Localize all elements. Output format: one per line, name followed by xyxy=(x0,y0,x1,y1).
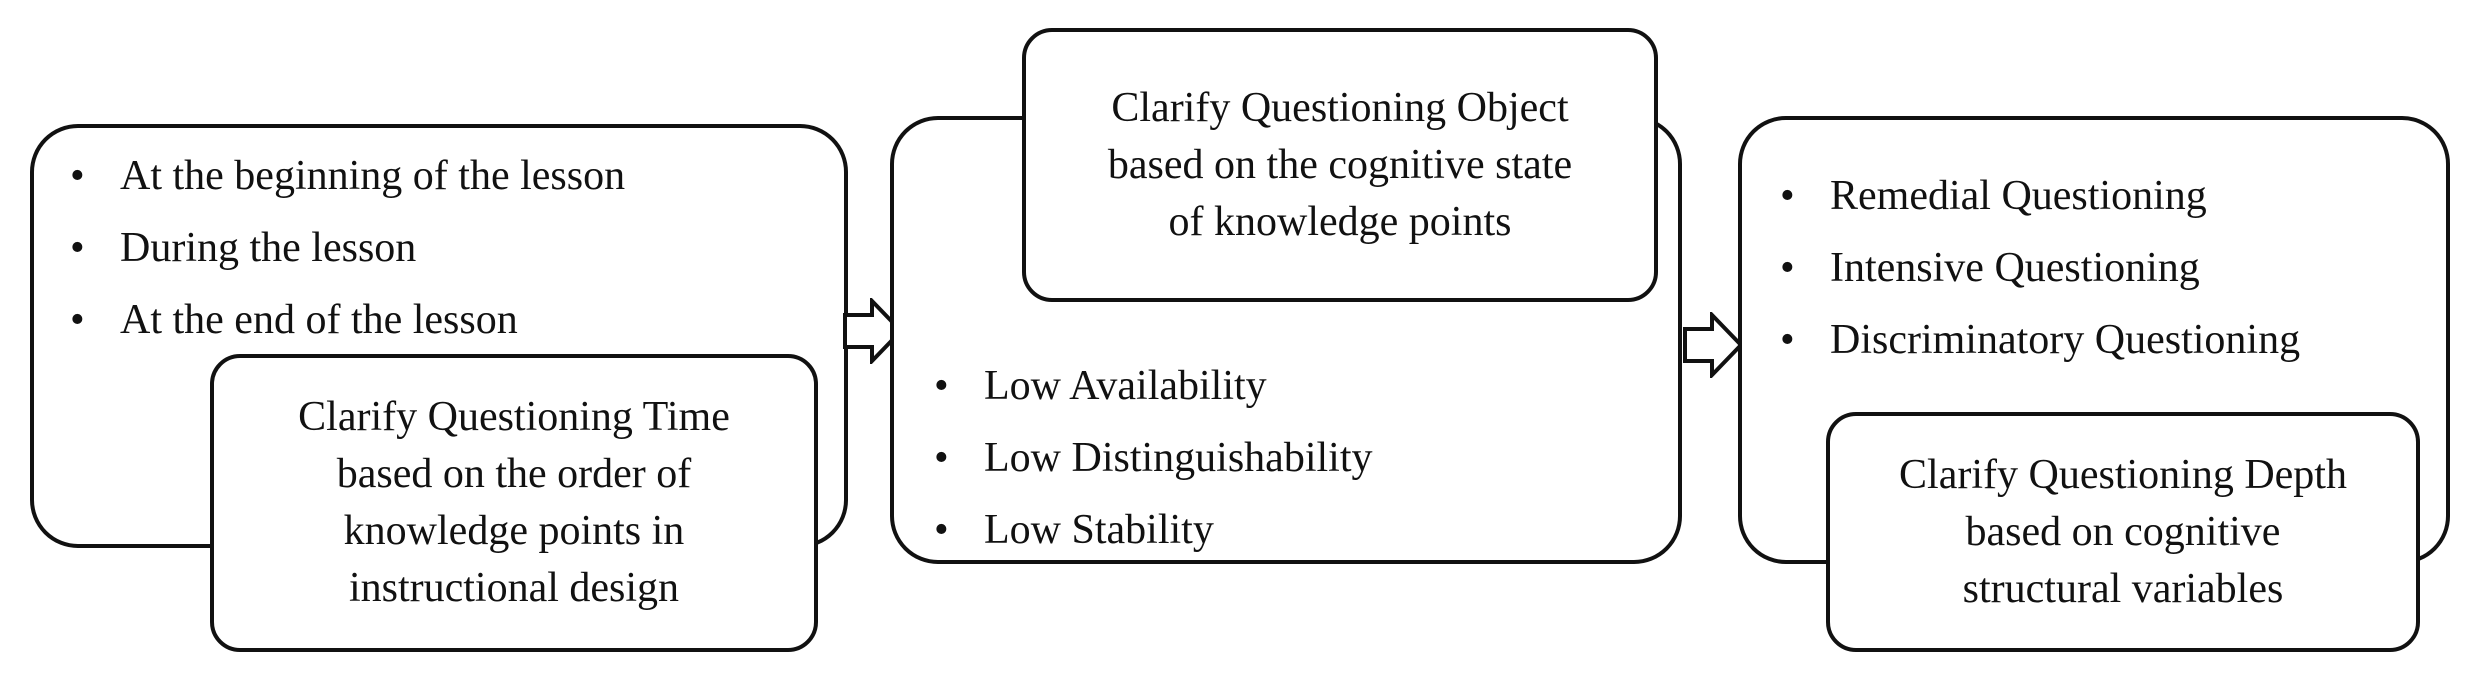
label-line: Clarify Questioning Time xyxy=(298,394,730,440)
stage-object-bullets: Low Availability Low Distinguishability … xyxy=(934,350,1373,566)
bullet-item: Intensive Questioning xyxy=(1780,232,2300,304)
label-line: of knowledge points xyxy=(1168,198,1512,245)
stage-time-bullets: At the beginning of the lesson During th… xyxy=(70,140,625,356)
questioning-time-box: Clarify Questioning Time based on the or… xyxy=(210,354,818,652)
bullet-item: At the end of the lesson xyxy=(70,284,625,356)
label-line: instructional design xyxy=(348,565,680,611)
label-line: based on the order of xyxy=(336,451,692,497)
hollow-right-arrow-icon xyxy=(1683,312,1744,378)
stage-depth-bullets: Remedial Questioning Intensive Questioni… xyxy=(1780,160,2300,376)
bullet-item: Discriminatory Questioning xyxy=(1780,304,2300,376)
label-line: based on the cognitive state xyxy=(1107,141,1573,188)
bullet-item: Low Stability xyxy=(934,494,1373,566)
questioning-depth-box: Clarify Questioning Depth based on cogni… xyxy=(1826,412,2420,652)
questioning-object-box: Clarify Questioning Object based on the … xyxy=(1022,28,1658,302)
bullet-item: Remedial Questioning xyxy=(1780,160,2300,232)
label-line: Clarify Questioning Object xyxy=(1111,84,1569,131)
label-line: Clarify Questioning Depth xyxy=(1899,451,2347,498)
bullet-item: Low Availability xyxy=(934,350,1373,422)
questioning-time-label: Clarify Questioning Time based on the or… xyxy=(214,358,814,648)
label-line: based on cognitive xyxy=(1965,508,2281,555)
bullet-item: Low Distinguishability xyxy=(934,422,1373,494)
label-line: structural variables xyxy=(1962,565,2284,612)
questioning-depth-label: Clarify Questioning Depth based on cogni… xyxy=(1830,416,2416,648)
bullet-item: During the lesson xyxy=(70,212,625,284)
hollow-right-arrow-icon xyxy=(843,298,904,364)
label-line: knowledge points in xyxy=(343,508,685,554)
bullet-item: At the beginning of the lesson xyxy=(70,140,625,212)
questioning-object-label: Clarify Questioning Object based on the … xyxy=(1026,32,1654,298)
